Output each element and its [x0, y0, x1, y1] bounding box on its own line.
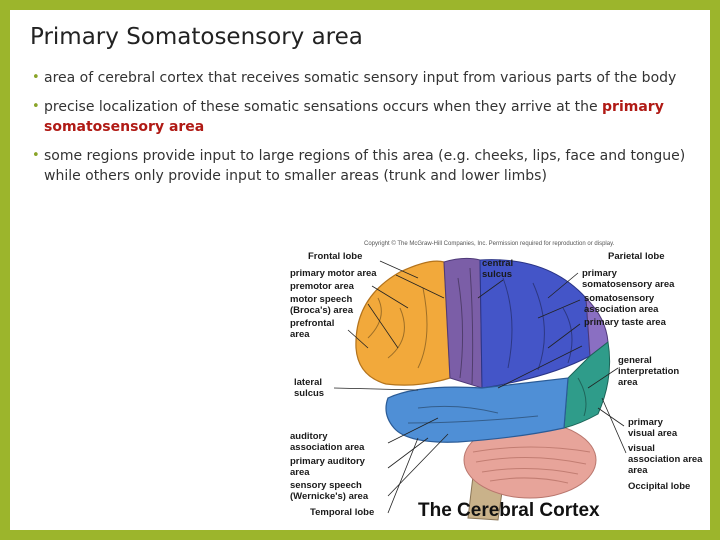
cerebral-cortex-figure: Copyright © The McGraw-Hill Companies, I…: [268, 238, 702, 528]
label-temporal-lobe: Temporal lobe: [310, 507, 375, 518]
bullet-list: • area of cerebral cortex that receives …: [32, 68, 692, 195]
slide: Primary Somatosensory area • area of cer…: [10, 10, 710, 530]
label-parietal-lobe: Parietal lobe: [608, 251, 665, 262]
label-primary-somatosensory: primary: [582, 268, 617, 279]
label-visual-association: association area: [628, 454, 703, 465]
figure-copyright: Copyright © The McGraw-Hill Companies, I…: [364, 241, 615, 247]
label-interpretation-area: area: [618, 377, 638, 388]
motor-area-shape: [443, 257, 483, 389]
occipital-lobe-shape: [563, 341, 611, 429]
label-brocas-area: (Broca's) area: [290, 305, 353, 316]
label-premotor-area: premotor area: [290, 281, 354, 292]
bullet-item: • area of cerebral cortex that receives …: [32, 68, 692, 88]
label-central-sulcus: sulcus: [482, 269, 513, 280]
label-lateral: lateral: [294, 377, 322, 388]
brain-illustration: [333, 257, 627, 521]
temporal-lobe-shape: [385, 377, 569, 443]
bullet-icon: •: [32, 99, 40, 114]
label-frontal-lobe: Frontal lobe: [308, 251, 363, 262]
label-occipital-lobe: Occipital lobe: [628, 481, 691, 492]
label-general: general: [618, 355, 652, 366]
label-wernickes-area: (Wernicke's) area: [290, 491, 369, 502]
bullet-item: • some regions provide input to large re…: [32, 146, 692, 186]
figure-caption: The Cerebral Cortex: [418, 500, 600, 521]
label-visual-area: visual area: [628, 428, 678, 439]
label-auditory-association-area: association area: [290, 442, 365, 453]
label-primary-auditory: primary auditory: [290, 456, 365, 467]
label-primary-auditory-area: area: [290, 467, 310, 478]
label-visual: visual: [628, 443, 655, 454]
label-motor-speech: motor speech: [290, 294, 353, 305]
bullet-icon: •: [32, 70, 40, 85]
label-somatosensory-association-area: association area: [584, 304, 659, 315]
label-central: central: [482, 258, 514, 269]
label-sensory-speech: sensory speech: [290, 480, 362, 491]
bullet-text: precise localization of these somatic se…: [44, 99, 603, 115]
label-somatosensory-area: somatosensory area: [582, 279, 675, 290]
highlight-text: primary somatosensory area: [44, 99, 664, 135]
label-somatosensory: somatosensory: [584, 293, 655, 304]
bullet-text: some regions provide input to large regi…: [44, 148, 686, 184]
label-interpretation: interpretation: [618, 366, 680, 377]
slide-title: Primary Somatosensory area: [30, 24, 363, 50]
bullet-text: area of cerebral cortex that receives so…: [44, 70, 677, 86]
label-primary-motor-area: primary motor area: [290, 268, 377, 279]
label-lateral-sulcus: sulcus: [294, 388, 325, 399]
label-auditory: auditory: [290, 431, 328, 442]
label-prefrontal: prefrontal: [290, 318, 335, 329]
frontal-lobe-shape: [355, 260, 451, 386]
label-prefrontal-area: area: [290, 329, 310, 340]
bullet-icon: •: [32, 148, 40, 163]
label-primary-visual: primary: [628, 417, 663, 428]
label-primary-taste-area: primary taste area: [584, 317, 666, 328]
label-visual-association-area: area: [628, 465, 648, 476]
bullet-item: • precise localization of these somatic …: [32, 97, 692, 137]
